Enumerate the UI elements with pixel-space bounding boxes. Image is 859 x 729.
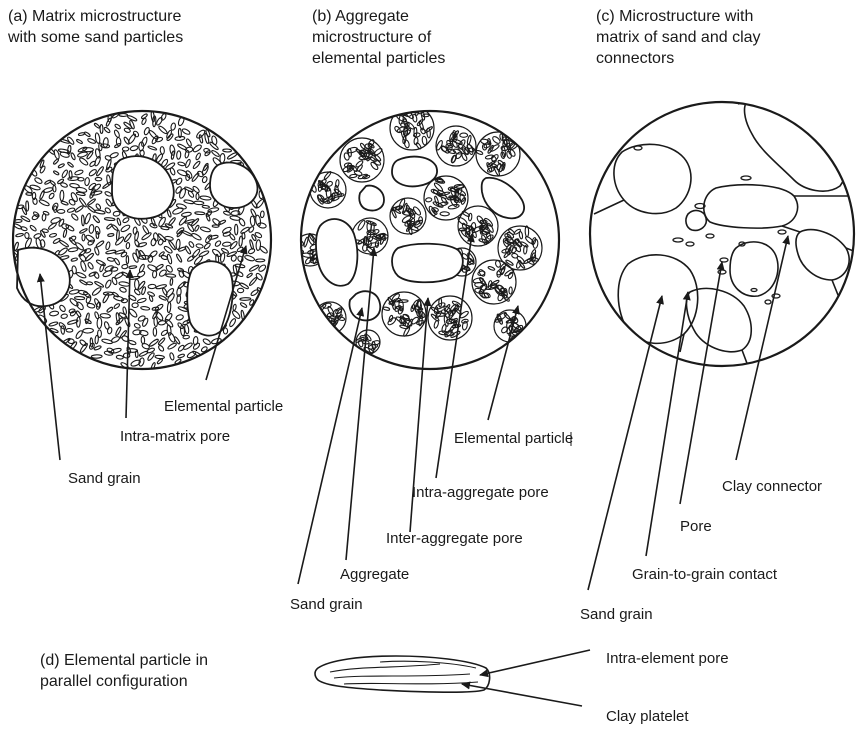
panel-b-label-inter-aggregate-pore: Inter-aggregate pore [386, 530, 523, 548]
panel-b-label-elemental-particle: Elemental particle [454, 430, 573, 448]
panel-c-label-pore: Pore [680, 518, 712, 536]
panel-c-circle [590, 100, 856, 366]
panel-b-sand-grain-6 [359, 186, 384, 211]
panel-c-label-grain-to-grain-contact: Grain-to-grain contact [632, 566, 777, 584]
panel-d-label-intra-element-pore: Intra-element pore [606, 650, 729, 668]
panel-a-label-intra-matrix-pore: Intra-matrix pore [120, 428, 230, 446]
panel-a-label-sand-grain: Sand grain [68, 470, 141, 488]
panel-c-title: (c) Microstructure with matrix of sand a… [596, 6, 761, 69]
panel-c-clay-connectors [634, 146, 786, 304]
panel-b-sand-grain-1 [392, 157, 437, 187]
panel-b-sand-grain-2 [482, 178, 524, 219]
panel-c-label-sand-grain: Sand grain [580, 606, 653, 624]
panel-b-title: (b) Aggregate microstructure of elementa… [312, 6, 445, 69]
panel-b-label-intra-aggregate-pore: Intra-aggregate pore [412, 484, 549, 502]
panel-b-sand-grain-3 [316, 219, 357, 286]
panel-c-sand-grain-2 [704, 185, 798, 228]
panel-b-label-aggregate: Aggregate [340, 566, 409, 584]
panel-a-label-elemental-particle: Elemental particle [164, 398, 283, 416]
panel-a-title: (a) Matrix microstructure with some sand… [8, 6, 183, 48]
panel-a-circle [13, 111, 271, 370]
panel-b-sand-grain-5 [350, 291, 381, 320]
panel-c-sand-grain-8 [796, 230, 849, 280]
panel-d-label-clay-platelet: Clay platelet [606, 708, 689, 726]
panel-c-sand-grain-3 [745, 100, 847, 191]
panel-b-label-sand-grain: Sand grain [290, 596, 363, 614]
panel-c-sand-grain-1 [614, 144, 691, 213]
panel-c-sand-grain-6 [687, 288, 752, 351]
panel-c-sand-grain-7 [686, 211, 706, 231]
panel-d-elemental-particle [315, 656, 490, 692]
panel-c-label-clay-connector: Clay connector [722, 478, 822, 496]
panel-a-sand-grain-3 [187, 261, 233, 335]
panel-d-title: (d) Elemental particle in parallel confi… [40, 650, 208, 692]
panel-b-sand-grain-4 [392, 244, 463, 283]
